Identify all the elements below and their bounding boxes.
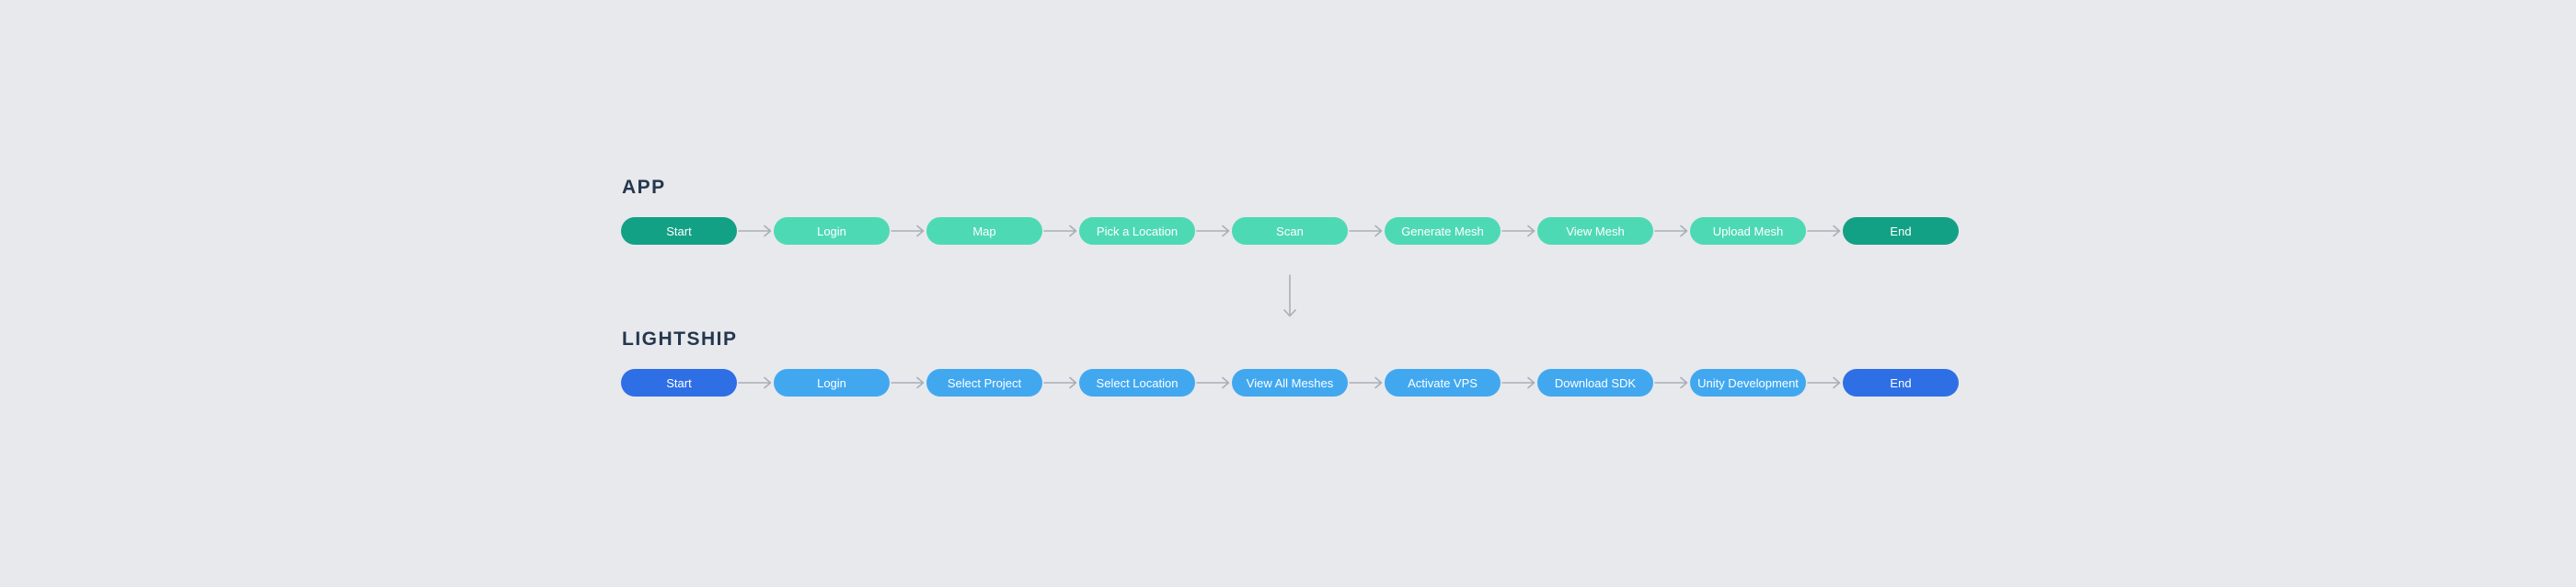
flow-row-app: Start Login Map Pick a Location Scan Gen… [621, 217, 1959, 245]
node-label: Map [972, 224, 996, 238]
node-label: End [1890, 375, 1912, 390]
node-lightship-select-location: Select Location [1079, 369, 1195, 397]
flow-row-lightship: Start Login Select Project Select Locati… [621, 369, 1959, 397]
node-label: Download SDK [1554, 375, 1637, 390]
flow-title-app: APP [622, 177, 666, 198]
node-label: Pick a Location [1096, 224, 1179, 238]
arrow-right-icon [1195, 217, 1232, 245]
node-lightship-activate-vps: Activate VPS [1385, 369, 1501, 397]
node-label: Activate VPS [1408, 375, 1478, 390]
node-label: Unity Development [1697, 375, 1799, 390]
node-label: View Mesh [1566, 224, 1625, 238]
node-label: Scan [1276, 224, 1304, 238]
arrow-down-icon [1282, 273, 1298, 323]
node-app-upload-mesh: Upload Mesh [1690, 217, 1806, 245]
node-label: Start [666, 375, 692, 390]
node-label: Login [817, 224, 846, 238]
node-lightship-view-all-meshes: View All Meshes [1232, 369, 1348, 397]
node-app-pick-a-location: Pick a Location [1079, 217, 1195, 245]
node-label: Select Location [1096, 375, 1179, 390]
flow-title-lightship: LIGHTSHIP [622, 328, 738, 350]
arrow-right-icon [1501, 217, 1537, 245]
arrow-right-icon [1195, 369, 1232, 397]
node-label: Upload Mesh [1712, 224, 1784, 238]
arrow-right-icon [1348, 369, 1385, 397]
arrow-right-icon [1806, 217, 1843, 245]
node-lightship-unity-development: Unity Development [1690, 369, 1806, 397]
node-label: End [1890, 224, 1912, 238]
arrow-right-icon [1806, 369, 1843, 397]
arrow-right-icon [1348, 217, 1385, 245]
arrow-right-icon [1653, 369, 1690, 397]
arrow-right-icon [1042, 217, 1079, 245]
node-app-end: End [1843, 217, 1959, 245]
node-label: Select Project [947, 375, 1022, 390]
arrow-right-icon [890, 217, 926, 245]
node-label: Generate Mesh [1401, 224, 1484, 238]
arrow-right-icon [737, 369, 774, 397]
arrow-right-icon [1042, 369, 1079, 397]
node-app-login: Login [774, 217, 890, 245]
node-lightship-start: Start [621, 369, 737, 397]
node-lightship-login: Login [774, 369, 890, 397]
node-app-map: Map [926, 217, 1042, 245]
node-app-scan: Scan [1232, 217, 1348, 245]
arrow-right-icon [890, 369, 926, 397]
arrow-right-icon [1653, 217, 1690, 245]
node-lightship-end: End [1843, 369, 1959, 397]
node-lightship-download-sdk: Download SDK [1537, 369, 1653, 397]
node-label: Login [817, 375, 846, 390]
node-app-generate-mesh: Generate Mesh [1385, 217, 1501, 245]
node-label: Start [666, 224, 692, 238]
node-app-view-mesh: View Mesh [1537, 217, 1653, 245]
arrow-right-icon [1501, 369, 1537, 397]
node-lightship-select-project: Select Project [926, 369, 1042, 397]
arrow-right-icon [737, 217, 774, 245]
node-app-start: Start [621, 217, 737, 245]
node-label: View All Meshes [1246, 375, 1334, 390]
